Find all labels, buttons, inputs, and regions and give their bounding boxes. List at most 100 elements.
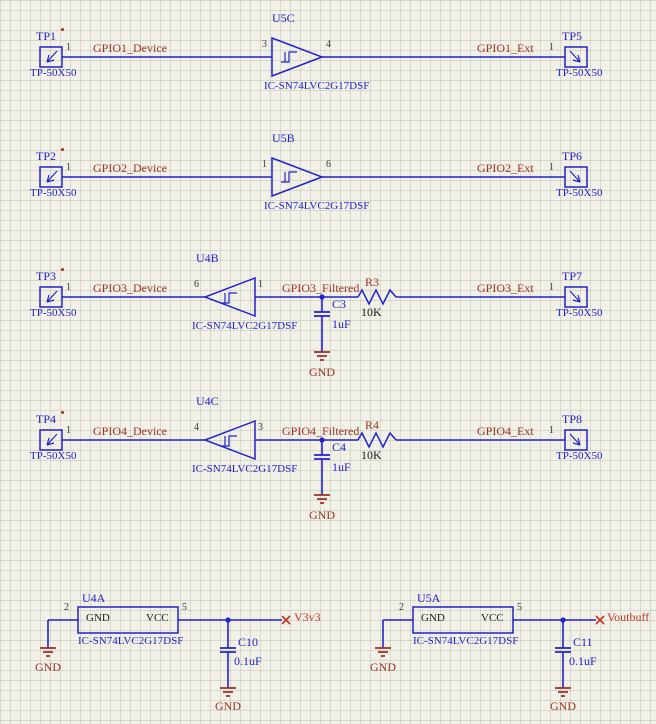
ic-part-number[interactable]: IC-SN74LVC2G17DSF <box>264 200 370 212</box>
tp-ref[interactable]: TP4 <box>36 412 57 426</box>
power-rail-label[interactable]: Voutbuff <box>607 610 650 624</box>
res-value[interactable]: 10K <box>361 305 382 319</box>
res-value[interactable]: 10K <box>361 448 382 462</box>
buffer-symbol[interactable] <box>271 36 325 78</box>
gnd-label[interactable]: GND <box>309 365 335 379</box>
testpoint-arrow-icon <box>46 170 58 183</box>
tp-footprint[interactable]: TP-50X50 <box>556 307 603 319</box>
ic-designator[interactable]: U4A <box>82 591 106 605</box>
gnd-symbol[interactable] <box>220 687 236 697</box>
ic-part-number[interactable]: IC-SN74LVC2G17DSF <box>192 463 298 475</box>
testpoint-symbol[interactable] <box>39 429 63 451</box>
testpoint-symbol[interactable] <box>564 429 588 451</box>
gnd-symbol[interactable] <box>314 494 330 504</box>
cap-value[interactable]: 1uF <box>332 460 351 474</box>
ic-part-number[interactable]: IC-SN74LVC2G17DSF <box>413 635 519 647</box>
pin-number: 1 <box>258 279 263 290</box>
net-label[interactable]: GPIO4_Device <box>93 424 167 438</box>
tp-ref[interactable]: TP3 <box>36 269 57 283</box>
marker-dot <box>61 148 64 151</box>
pin-number: 2 <box>399 602 404 613</box>
ic-designator[interactable]: U5C <box>272 11 295 25</box>
tp-ref[interactable]: TP2 <box>36 149 57 163</box>
tp-ref[interactable]: TP5 <box>562 29 583 43</box>
net-label[interactable]: GPIO2_Ext <box>477 161 534 175</box>
ic-designator[interactable]: U4C <box>196 394 219 408</box>
ic-designator[interactable]: U5A <box>417 591 441 605</box>
tp-footprint[interactable]: TP-50X50 <box>556 187 603 199</box>
gnd-label[interactable]: GND <box>35 660 61 674</box>
capacitor-symbol[interactable] <box>314 454 330 460</box>
capacitor-symbol[interactable] <box>314 311 330 317</box>
marker-dot <box>61 411 64 414</box>
testpoint-symbol[interactable] <box>564 166 588 188</box>
ic-part-number[interactable]: IC-SN74LVC2G17DSF <box>78 635 184 647</box>
net-label[interactable]: GPIO4_Filtered <box>282 424 360 438</box>
cap-designator[interactable]: C4 <box>332 440 347 454</box>
testpoint-symbol[interactable] <box>39 46 63 68</box>
resistor-symbol[interactable] <box>357 288 397 306</box>
wire-gnd[interactable] <box>47 619 78 648</box>
ic-designator[interactable]: U4B <box>196 251 219 265</box>
pin-number: 4 <box>194 422 199 433</box>
capacitor-symbol[interactable] <box>220 647 236 653</box>
gnd-label[interactable]: GND <box>550 699 576 713</box>
pin-number: 2 <box>64 602 69 613</box>
marker-dot <box>61 268 64 271</box>
gnd-symbol[interactable] <box>40 647 56 657</box>
gnd-label[interactable]: GND <box>370 660 396 674</box>
net-label[interactable]: GPIO2_Device <box>93 161 167 175</box>
tp-footprint[interactable]: TP-50X50 <box>30 450 77 462</box>
capacitor-symbol[interactable] <box>555 647 571 653</box>
tp-footprint[interactable]: TP-50X50 <box>556 67 603 79</box>
net-label[interactable]: GPIO3_Ext <box>477 281 534 295</box>
cap-designator[interactable]: C10 <box>238 635 259 649</box>
pin-name: VCC <box>146 612 169 624</box>
tp-footprint[interactable]: TP-50X50 <box>556 450 603 462</box>
net-label[interactable]: GPIO4_Ext <box>477 424 534 438</box>
cap-designator[interactable]: C3 <box>332 297 347 311</box>
tp-ref[interactable]: TP1 <box>36 29 57 43</box>
tp-footprint[interactable]: TP-50X50 <box>30 67 77 79</box>
testpoint-symbol[interactable] <box>564 286 588 308</box>
testpoint-symbol[interactable] <box>39 166 63 188</box>
testpoint-arrow-icon <box>569 50 581 63</box>
cap-value[interactable]: 1uF <box>332 317 351 331</box>
ic-designator[interactable]: U5B <box>272 131 295 145</box>
pin-number: 1 <box>549 162 554 173</box>
buffer-symbol[interactable] <box>271 156 325 198</box>
gnd-label[interactable]: GND <box>309 508 335 522</box>
net-label[interactable]: GPIO1_Device <box>93 41 167 55</box>
res-designator[interactable]: R3 <box>365 275 380 289</box>
cap-designator[interactable]: C11 <box>573 635 593 649</box>
power-port-icon[interactable] <box>595 615 605 625</box>
net-label[interactable]: GPIO3_Device <box>93 281 167 295</box>
ic-part-number[interactable]: IC-SN74LVC2G17DSF <box>264 80 370 92</box>
tp-ref[interactable]: TP8 <box>562 412 583 426</box>
ic-part-number[interactable]: IC-SN74LVC2G17DSF <box>192 320 298 332</box>
gnd-symbol[interactable] <box>555 687 571 697</box>
resistor-symbol[interactable] <box>357 431 397 449</box>
net-label[interactable]: GPIO1_Ext <box>477 41 534 55</box>
testpoint-symbol[interactable] <box>564 46 588 68</box>
tp-ref[interactable]: TP6 <box>562 149 583 163</box>
power-rail-label[interactable]: V3v3 <box>294 610 321 624</box>
res-designator[interactable]: R4 <box>365 418 380 432</box>
gnd-label[interactable]: GND <box>215 699 241 713</box>
gnd-symbol[interactable] <box>375 647 391 657</box>
buffer-symbol[interactable] <box>202 276 256 318</box>
testpoint-arrow-icon <box>46 433 58 446</box>
testpoint-symbol[interactable] <box>39 286 63 308</box>
buffer-symbol[interactable] <box>202 419 256 461</box>
wire-gnd[interactable] <box>382 619 413 648</box>
tp-ref[interactable]: TP7 <box>562 269 583 283</box>
power-port-icon[interactable] <box>281 615 291 625</box>
pin-number: 3 <box>262 39 267 50</box>
cap-value[interactable]: 0.1uF <box>569 654 597 668</box>
cap-value[interactable]: 0.1uF <box>234 654 262 668</box>
gnd-symbol[interactable] <box>314 351 330 361</box>
tp-footprint[interactable]: TP-50X50 <box>30 307 77 319</box>
net-label[interactable]: GPIO3_Filtered <box>282 281 360 295</box>
tp-footprint[interactable]: TP-50X50 <box>30 187 77 199</box>
